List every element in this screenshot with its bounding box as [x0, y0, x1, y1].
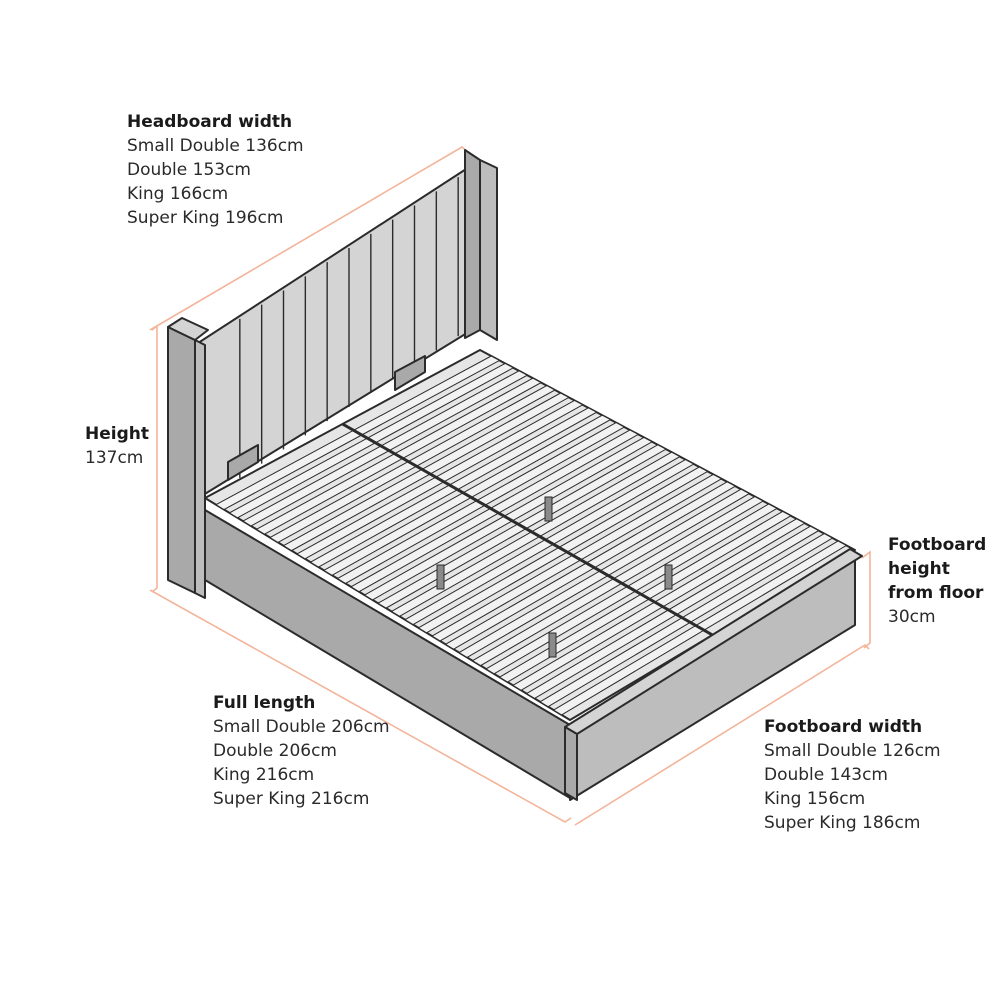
full-length-line — [149, 589, 572, 823]
full-length-title: Full length — [213, 693, 316, 713]
headboard-width-small-double: Small Double 136cm — [127, 136, 304, 156]
full-length-super-king: Super King 216cm — [213, 789, 370, 809]
footboard-width-title: Footboard width — [764, 717, 923, 737]
footboard-height-label: Footboard height from floor 30cm — [888, 533, 986, 629]
headboard-left-wing-front — [167, 326, 196, 594]
headboard-left-wing-side — [194, 339, 206, 599]
full-length-label: Full length Small Double 206cm Double 20… — [213, 691, 390, 811]
headboard-left-wing-top — [167, 317, 209, 341]
bed-illustration — [167, 149, 863, 801]
headboard-width-title: Headboard width — [127, 112, 293, 132]
headboard-width-label: Headboard width Small Double 136cm Doubl… — [127, 110, 304, 230]
lift-bracket-right — [394, 355, 426, 391]
lift-bracket-left — [227, 444, 259, 481]
full-length-small-double: Small Double 206cm — [213, 717, 390, 737]
full-length-double: Double 206cm — [213, 741, 337, 761]
support-leg — [544, 496, 553, 522]
height-label: Height 137cm — [85, 422, 149, 470]
centre-support-rail — [341, 422, 714, 637]
footboard-height-title-1: Footboard — [888, 535, 987, 555]
headboard-right-wing-edge — [464, 149, 481, 339]
headboard-width-super-king: Super King 196cm — [127, 208, 284, 228]
footboard-height-value: 30cm — [888, 607, 936, 627]
support-leg — [436, 564, 445, 590]
footboard-height-title-3: from floor — [888, 583, 984, 603]
footboard-height-title-2: height — [888, 559, 950, 579]
footboard-width-double: Double 143cm — [764, 765, 888, 785]
full-length-king: King 216cm — [213, 765, 315, 785]
support-leg — [664, 564, 673, 590]
footboard-corner — [564, 726, 578, 801]
footboard-height-line — [861, 550, 871, 649]
headboard-width-double: Double 153cm — [127, 160, 251, 180]
height-value: 137cm — [85, 448, 144, 468]
headboard-width-king: King 166cm — [127, 184, 229, 204]
height-line — [151, 324, 158, 593]
footboard-width-king: King 156cm — [764, 789, 866, 809]
footboard-width-super-king: Super King 186cm — [764, 813, 921, 833]
footboard-width-small-double: Small Double 126cm — [764, 741, 941, 761]
headboard-right-wing — [479, 159, 498, 341]
support-leg — [548, 632, 557, 658]
footboard-width-label: Footboard width Small Double 126cm Doubl… — [764, 715, 941, 835]
footboard-width-line — [574, 643, 870, 826]
height-title: Height — [85, 424, 149, 444]
